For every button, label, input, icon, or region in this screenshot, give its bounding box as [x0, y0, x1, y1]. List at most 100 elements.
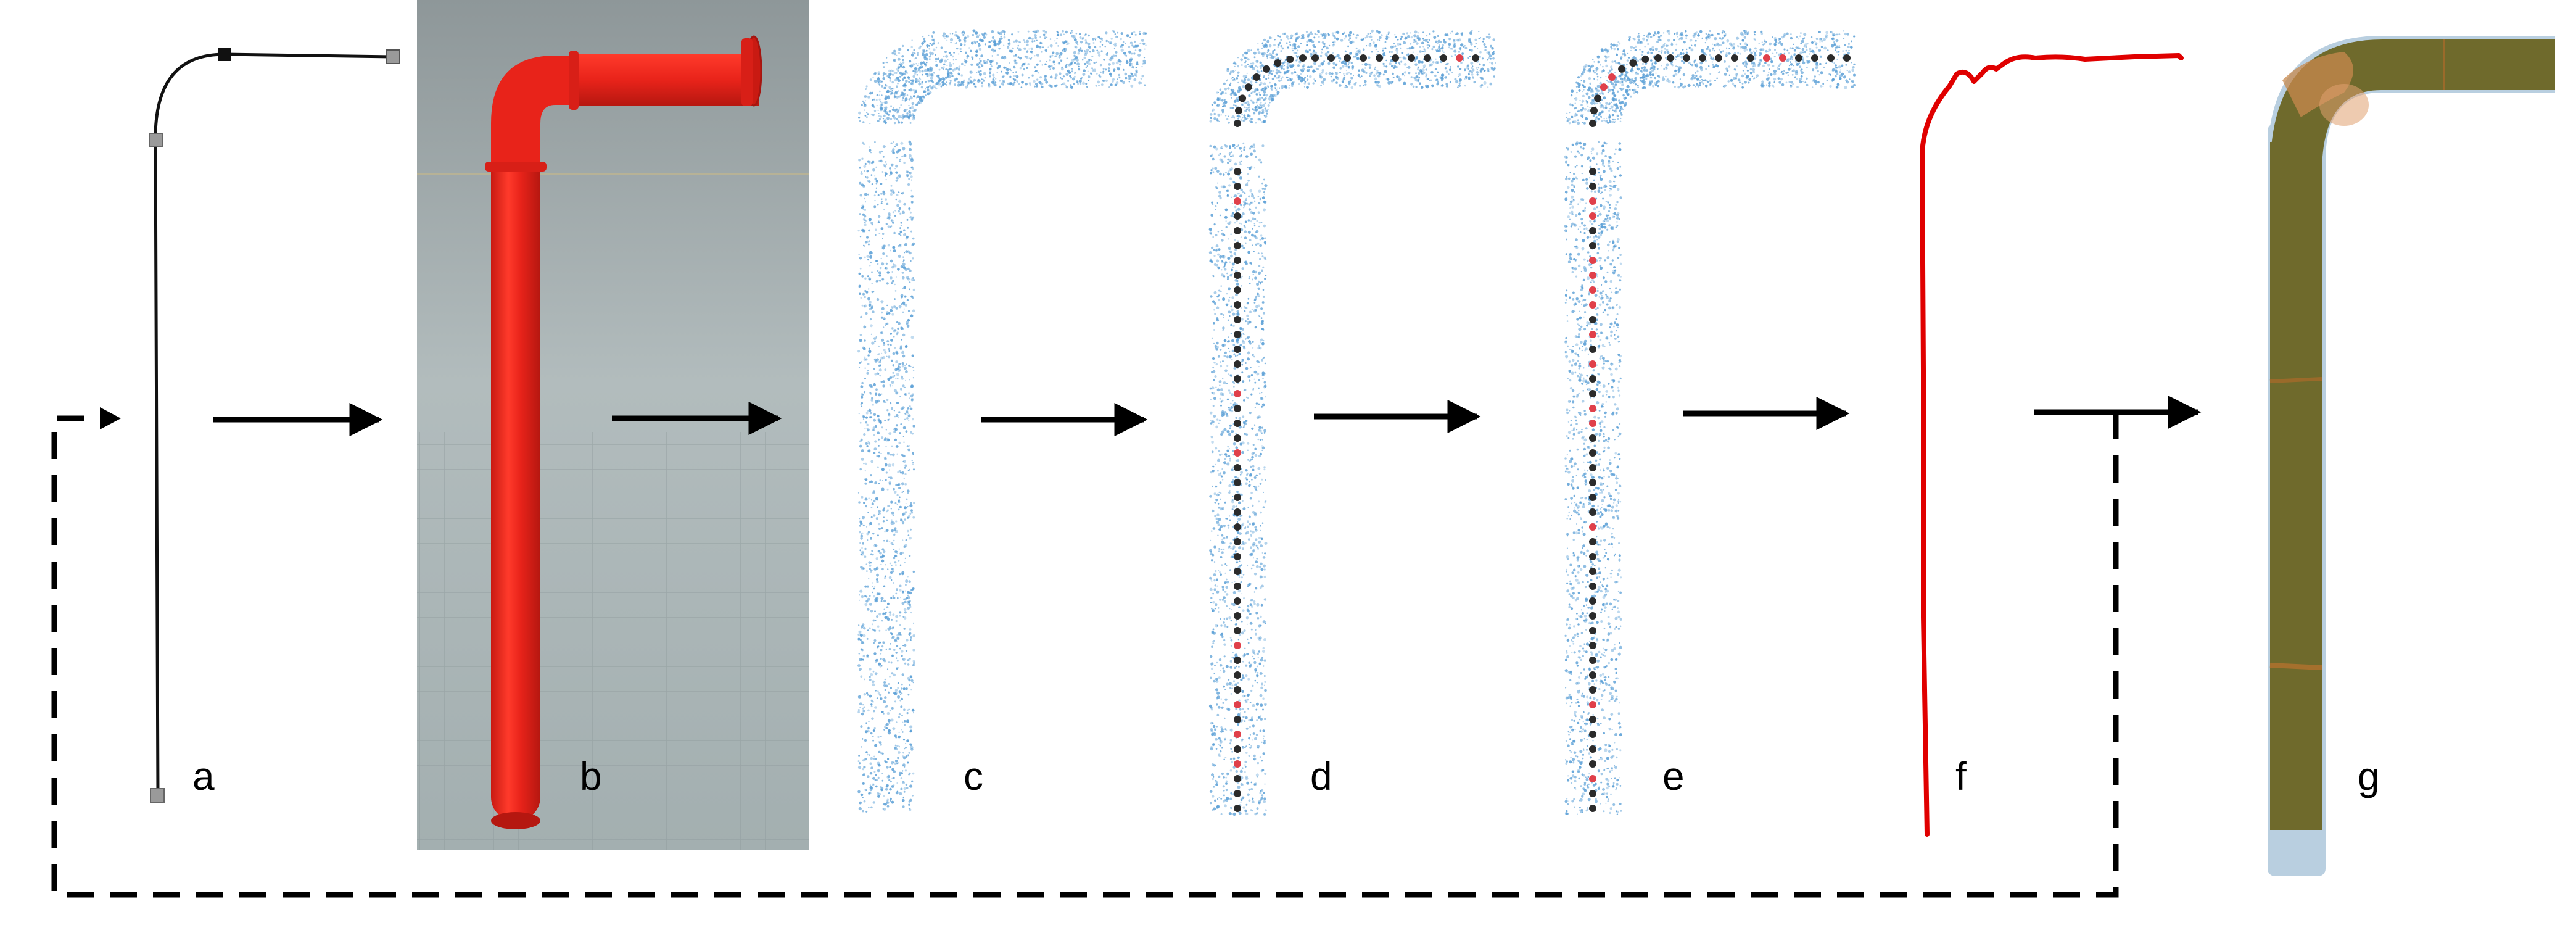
- cloud-point: [909, 157, 911, 159]
- cloud-point: [907, 694, 910, 696]
- cloud-point: [1261, 794, 1264, 797]
- cloud-point: [1086, 48, 1089, 52]
- cloud-point: [1229, 742, 1232, 745]
- cloud-point: [863, 706, 865, 708]
- cloud-point: [1220, 798, 1223, 800]
- cloud-point: [899, 230, 902, 233]
- cloud-point: [908, 420, 910, 422]
- cloud-point: [931, 81, 935, 84]
- cloud-point: [883, 729, 885, 731]
- cloud-point: [910, 679, 914, 682]
- cloud-point: [895, 484, 898, 486]
- cloud-point: [1213, 329, 1215, 331]
- cloud-point: [1223, 596, 1226, 599]
- cloud-point: [1016, 80, 1018, 83]
- cloud-point: [1084, 50, 1086, 52]
- cloud-point: [902, 59, 904, 62]
- cloud-point: [1428, 44, 1431, 48]
- cloud-point: [887, 225, 890, 228]
- cloud-point: [865, 412, 869, 415]
- cloud-point: [1415, 75, 1418, 78]
- cloud-point: [1242, 676, 1245, 679]
- cloud-point: [865, 421, 868, 424]
- cloud-point: [1258, 175, 1260, 178]
- cloud-point: [904, 295, 907, 298]
- cloud-point: [1215, 234, 1218, 237]
- cloud-point: [894, 427, 897, 430]
- cloud-point: [942, 35, 944, 37]
- cloud-point: [896, 657, 898, 659]
- cloud-point: [1223, 789, 1225, 792]
- cloud-point: [903, 229, 906, 232]
- cloud-point: [904, 466, 906, 469]
- cloud-point: [896, 504, 898, 505]
- cloud-point: [989, 70, 992, 73]
- cloud-point: [1259, 315, 1261, 317]
- cloud-point: [978, 43, 980, 45]
- cloud-point: [1215, 346, 1219, 349]
- cloud-point: [883, 700, 886, 703]
- cloud-point: [925, 73, 928, 76]
- cloud-point: [1261, 538, 1263, 540]
- cloud-point: [873, 383, 876, 387]
- cloud-point: [1241, 767, 1244, 769]
- cloud-point: [1247, 586, 1249, 587]
- cloud-point: [1237, 207, 1241, 211]
- cloud-point: [1235, 146, 1237, 147]
- cloud-point: [1212, 527, 1216, 530]
- cloud-point: [908, 104, 910, 107]
- cloud-point: [878, 513, 880, 515]
- cloud-point: [1261, 237, 1265, 240]
- cloud-point: [1048, 84, 1051, 87]
- cloud-point: [867, 363, 870, 365]
- cloud-point: [884, 165, 887, 168]
- cloud-point: [1235, 505, 1237, 508]
- cloud-point: [1131, 64, 1133, 66]
- cloud-point: [1117, 78, 1118, 80]
- cloud-point: [1251, 309, 1253, 310]
- cloud-point: [1222, 329, 1224, 331]
- cloud-point: [1229, 93, 1232, 96]
- cloud-point: [1213, 673, 1215, 674]
- cloud-point: [904, 473, 907, 476]
- cloud-point: [886, 61, 888, 64]
- cloud-point: [864, 555, 867, 558]
- cloud-point: [1353, 56, 1355, 58]
- cloud-point: [1231, 481, 1234, 484]
- cloud-point: [1291, 47, 1294, 50]
- cloud-point: [1242, 426, 1245, 428]
- cloud-point: [1217, 91, 1219, 93]
- cloud-point: [919, 77, 920, 80]
- cloud-point: [1247, 678, 1250, 681]
- cloud-point: [884, 705, 887, 708]
- cloud-point: [858, 807, 862, 811]
- cloud-point: [1101, 44, 1104, 46]
- cloud-point: [1262, 697, 1265, 700]
- cloud-point: [890, 170, 892, 173]
- cloud-point: [1221, 453, 1223, 455]
- cloud-point: [1258, 540, 1261, 544]
- cloud-point: [891, 88, 893, 89]
- cloud-point: [909, 122, 912, 124]
- cloud-point: [865, 416, 868, 419]
- cloud-point: [1080, 77, 1083, 80]
- cloud-point: [871, 623, 873, 626]
- cloud-point: [1263, 339, 1265, 342]
- cloud-point: [890, 797, 892, 800]
- cloud-point: [868, 561, 872, 565]
- cloud-point: [1256, 652, 1259, 655]
- cloud-point: [880, 736, 882, 737]
- cloud-point: [1234, 222, 1236, 224]
- cloud-point: [912, 712, 915, 714]
- cloud-point: [904, 84, 907, 86]
- cloud-point: [1215, 244, 1219, 248]
- cloud-point: [898, 174, 901, 178]
- cloud-point: [1228, 238, 1229, 240]
- cloud-point: [914, 52, 916, 54]
- cloud-point: [872, 429, 875, 431]
- cloud-point: [1257, 546, 1259, 549]
- cloud-point: [1238, 546, 1242, 550]
- cloud-point: [1241, 690, 1244, 693]
- cloud-point: [1259, 392, 1261, 394]
- cloud-point: [1251, 810, 1253, 812]
